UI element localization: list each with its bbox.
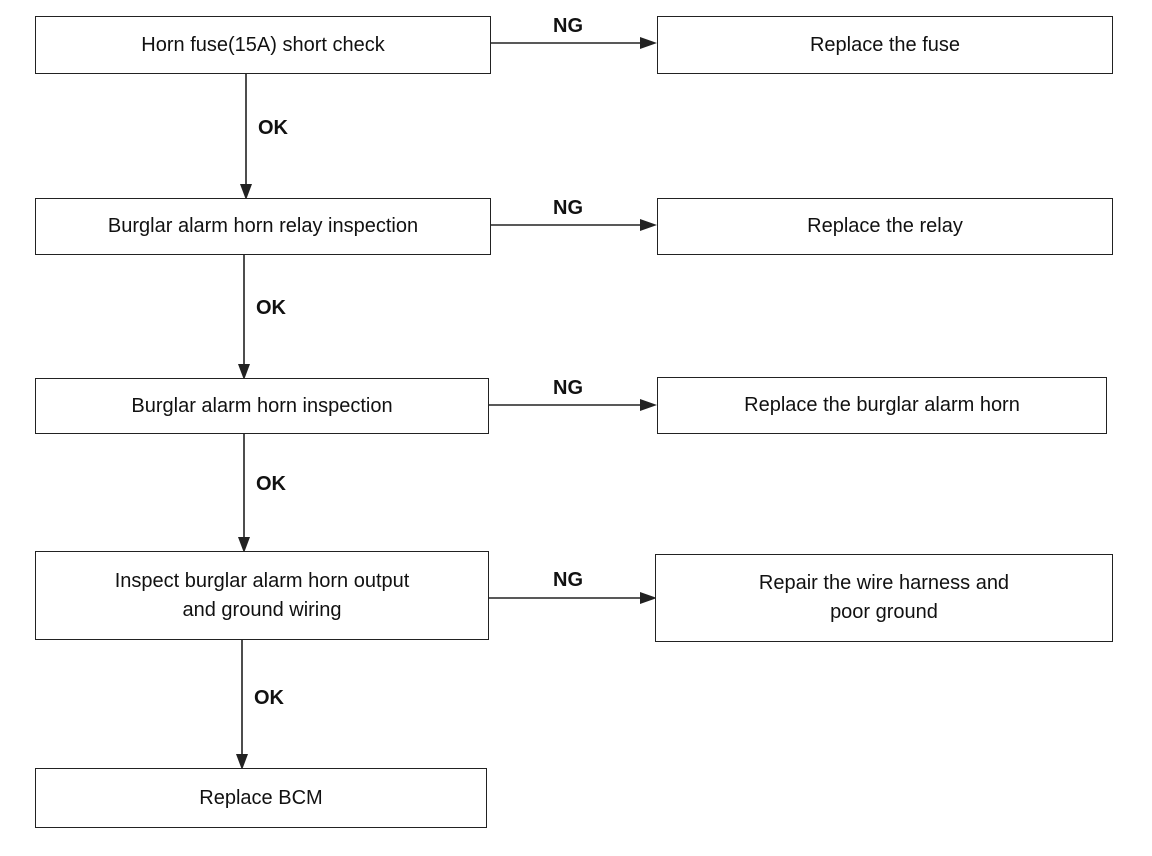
fail-action-text-line-2: poor ground (830, 601, 938, 623)
ng-label-2: NG (553, 197, 583, 219)
ok-label-1: OK (258, 117, 288, 139)
check-box-horn-fuse: Horn fuse(15A) short check (35, 16, 491, 74)
ng-arrowhead-4 (640, 592, 657, 604)
fail-action-box-alarm-horn: Replace the burglar alarm horn (657, 377, 1107, 434)
fail-action-box-relay: Replace the relay (657, 198, 1113, 255)
fail-action-text-line-1: Repair the wire harness and (758, 572, 1010, 594)
check-box-alarm-horn: Burglar alarm horn inspection (35, 378, 489, 434)
check-text-line-2: and ground wiring (182, 598, 342, 621)
final-action-text: Replace BCM (199, 786, 323, 809)
ok-arrowhead-1 (240, 184, 252, 200)
check-box-output-ground-wiring: Inspect burglar alarm horn output and gr… (35, 551, 489, 640)
fail-action-text: Replace the fuse (809, 33, 961, 56)
ng-arrowhead-1 (640, 37, 657, 49)
ng-label-4: NG (553, 569, 583, 591)
fail-action-text: Replace the relay (807, 215, 963, 237)
check-text: Horn fuse(15A) short check (141, 33, 385, 56)
ok-arrowhead-2 (238, 364, 250, 380)
ok-arrowhead-4 (236, 754, 248, 770)
ok-label-2: OK (256, 297, 286, 319)
ng-arrowhead-2 (640, 219, 657, 231)
ok-label-3: OK (256, 473, 286, 495)
ng-label-3: NG (553, 377, 583, 399)
check-text: Burglar alarm horn inspection (131, 394, 393, 417)
fail-action-box-fuse: Replace the fuse (657, 16, 1113, 74)
final-action-box: Replace BCM (35, 768, 487, 828)
fail-action-box-wire-harness: Repair the wire harness and poor ground (655, 554, 1113, 642)
fail-action-text: Replace the burglar alarm horn (744, 394, 1020, 416)
check-text: Burglar alarm horn relay inspection (107, 215, 419, 237)
ok-label-4: OK (254, 687, 284, 709)
ng-label-1: NG (553, 15, 583, 37)
ok-arrowhead-3 (238, 537, 250, 553)
check-box-horn-relay: Burglar alarm horn relay inspection (35, 198, 491, 255)
check-text-line-1: Inspect burglar alarm horn output (114, 569, 410, 592)
ng-arrowhead-3 (640, 399, 657, 411)
